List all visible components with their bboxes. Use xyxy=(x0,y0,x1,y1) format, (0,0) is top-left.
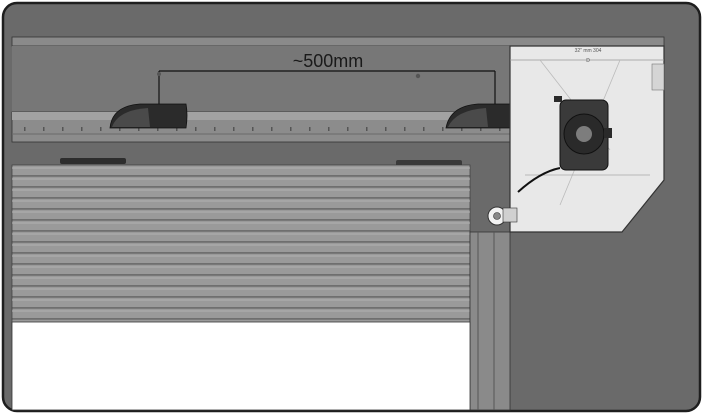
slat xyxy=(11,164,471,177)
side-wall xyxy=(520,234,688,409)
lintel-panel xyxy=(12,46,512,114)
tube-tick xyxy=(214,127,216,131)
tube-tick xyxy=(24,127,26,131)
slat xyxy=(11,208,471,221)
slat xyxy=(11,296,471,309)
tube-tick xyxy=(290,127,292,131)
housing-label-sub: D xyxy=(586,58,590,64)
tube-tick xyxy=(461,127,463,131)
slat xyxy=(11,252,471,265)
tube-tick xyxy=(366,127,368,131)
housing-label-top: 32" mm 304 xyxy=(575,48,602,54)
slat xyxy=(11,186,471,199)
tube-tick xyxy=(176,127,178,131)
tube-tick xyxy=(138,127,140,131)
slat-curtain xyxy=(11,164,471,331)
tube-tick xyxy=(309,127,311,131)
dimension-marker: ~500mm xyxy=(157,51,496,112)
tube-tick xyxy=(423,127,425,131)
slat xyxy=(11,230,471,243)
tube-tick xyxy=(43,127,45,131)
tube-tick xyxy=(385,127,387,131)
guide-rail xyxy=(469,231,511,411)
slat xyxy=(11,219,471,232)
tube-tick xyxy=(119,127,121,131)
tube-tick xyxy=(480,127,482,131)
tube-tick xyxy=(347,127,349,131)
slat xyxy=(11,241,471,254)
mounting-bracket-right xyxy=(445,103,524,129)
motor-unit xyxy=(517,96,612,193)
tube-tick xyxy=(252,127,254,131)
pulley-wheel xyxy=(487,206,518,226)
slat xyxy=(11,175,471,188)
tube-tick xyxy=(271,127,273,131)
window-opening xyxy=(11,321,471,411)
slat xyxy=(11,197,471,210)
tube-tick xyxy=(62,127,64,131)
tube-tick xyxy=(404,127,406,131)
slat xyxy=(11,307,471,320)
tube-tick xyxy=(157,127,159,131)
tube-tick xyxy=(328,127,330,131)
tube-tick xyxy=(442,127,444,131)
tube-tick xyxy=(499,127,501,131)
tube-tick xyxy=(233,127,235,131)
mounting-bracket-left xyxy=(109,103,188,129)
tube-tick xyxy=(100,127,102,131)
tube-tick xyxy=(195,127,197,131)
tube-tick xyxy=(81,127,83,131)
slat xyxy=(11,274,471,287)
dimension-label: ~500mm xyxy=(293,51,364,71)
tube-clip-left xyxy=(60,158,126,164)
lintel-strip xyxy=(11,36,665,47)
slat xyxy=(11,263,471,276)
slat xyxy=(11,285,471,298)
